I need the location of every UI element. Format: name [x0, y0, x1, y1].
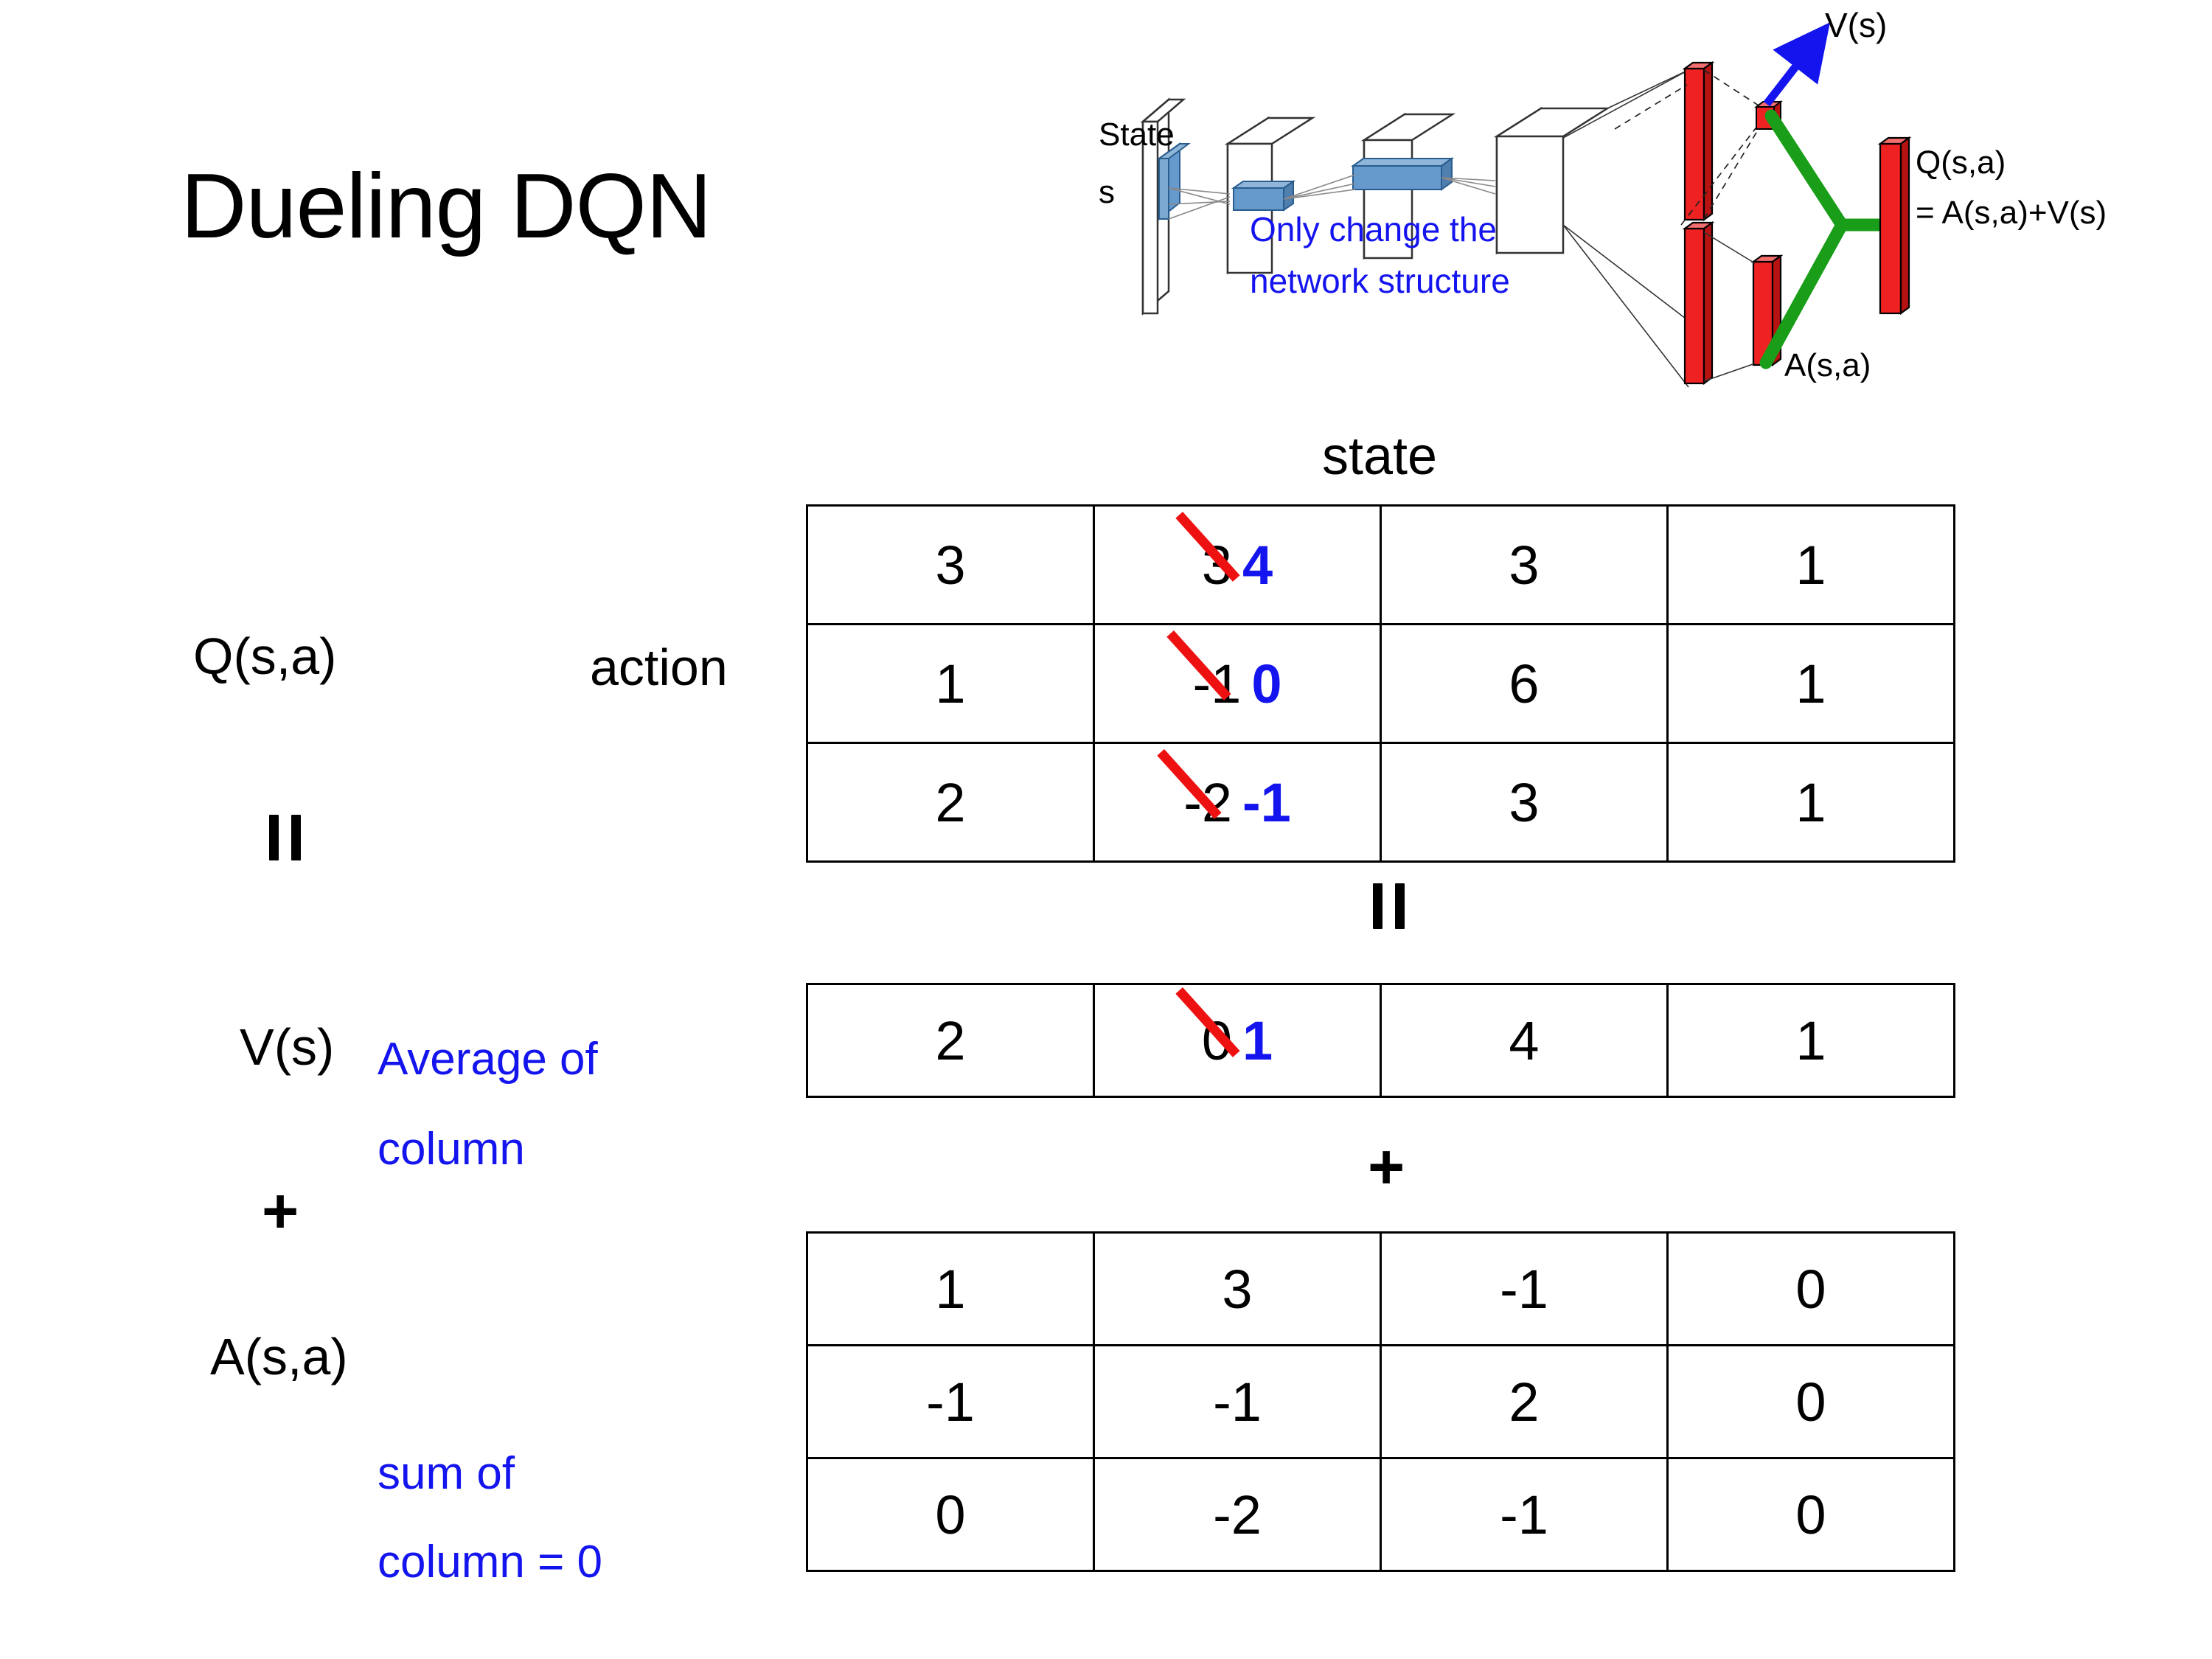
new-value: 0 — [1251, 653, 1282, 714]
table-cell: 4 — [1380, 983, 1669, 1098]
table-cell: 0 — [1666, 1231, 1955, 1346]
table-cell: 3 — [1093, 1231, 1382, 1346]
table-cell: 0 — [806, 1457, 1095, 1572]
table-cell: -1 — [806, 1344, 1095, 1459]
state-axis-label: state — [1322, 427, 1438, 486]
table-cell: 0 — [1666, 1344, 1955, 1459]
table-cell: 3 — [806, 504, 1095, 625]
v-function-label: V(s) — [240, 1018, 335, 1076]
table-cell: 1 — [1666, 623, 1955, 744]
new-value: 1 — [1242, 1009, 1273, 1071]
new-value: 4 — [1242, 534, 1273, 596]
action-axis-label: action — [590, 639, 728, 696]
diagram-q-label-line2: = A(s,a)+V(s) — [1916, 195, 2107, 231]
table-cell: -1 — [1380, 1231, 1669, 1346]
diagram-value-label: V(s) — [1825, 6, 1887, 44]
struck-old-value: 0 — [1201, 1009, 1232, 1071]
a-note-line2: column = 0 — [378, 1537, 603, 1587]
page-title: Dueling DQN — [181, 156, 712, 257]
table-cell: 2 — [806, 742, 1095, 863]
table-cell: 2 — [806, 983, 1095, 1098]
new-value: -1 — [1242, 771, 1291, 833]
equals-sign-middle — [1373, 883, 1405, 929]
table-cell: 0 — [1666, 1457, 1955, 1572]
table-cell: -1 — [1093, 1344, 1382, 1459]
struck-old-value: 3 — [1201, 534, 1232, 596]
table-cell: 1 — [806, 623, 1095, 744]
table-cell: 3 — [1380, 504, 1669, 625]
v-note-line2: column — [378, 1124, 525, 1175]
table-cell: 1 — [1666, 983, 1955, 1098]
diagram-note-line1: Only change the — [1250, 210, 1497, 248]
table-cell: -2 — [1093, 1457, 1382, 1572]
v-note-line1: Average of — [378, 1034, 598, 1085]
diagram-advantage-label: A(s,a) — [1784, 347, 1871, 383]
diagram-state-label-line2: s — [1099, 174, 1115, 210]
table-cell: 1 — [806, 1231, 1095, 1346]
plus-sign-left: + — [262, 1176, 299, 1247]
table-cell: 3 — [1380, 742, 1669, 863]
table-cell: 6 — [1380, 623, 1669, 744]
diagram-note-line2: network structure — [1250, 262, 1510, 300]
dueling-network-diagram: V(s) A(s,a) Q(s,a) = A(s,a)+V(s) State s… — [1099, 4, 2212, 417]
diagram-state-label-line1: State — [1099, 116, 1175, 153]
equals-sign-left — [269, 815, 301, 860]
table-cell-edited: -2-1 — [1093, 742, 1382, 863]
diagram-q-label-line1: Q(s,a) — [1916, 145, 2006, 181]
struck-old-value: -1 — [1192, 653, 1242, 714]
struck-old-value: -2 — [1183, 771, 1232, 833]
table-cell: -1 — [1380, 1457, 1669, 1572]
a-note-line1: sum of — [378, 1448, 515, 1499]
table-cell: 1 — [1666, 742, 1955, 863]
q-function-label: Q(s,a) — [193, 627, 337, 685]
table-cell: 2 — [1380, 1344, 1669, 1459]
a-function-label: A(s,a) — [210, 1328, 348, 1385]
table-cell: 1 — [1666, 504, 1955, 625]
plus-sign-middle: + — [1368, 1132, 1405, 1203]
